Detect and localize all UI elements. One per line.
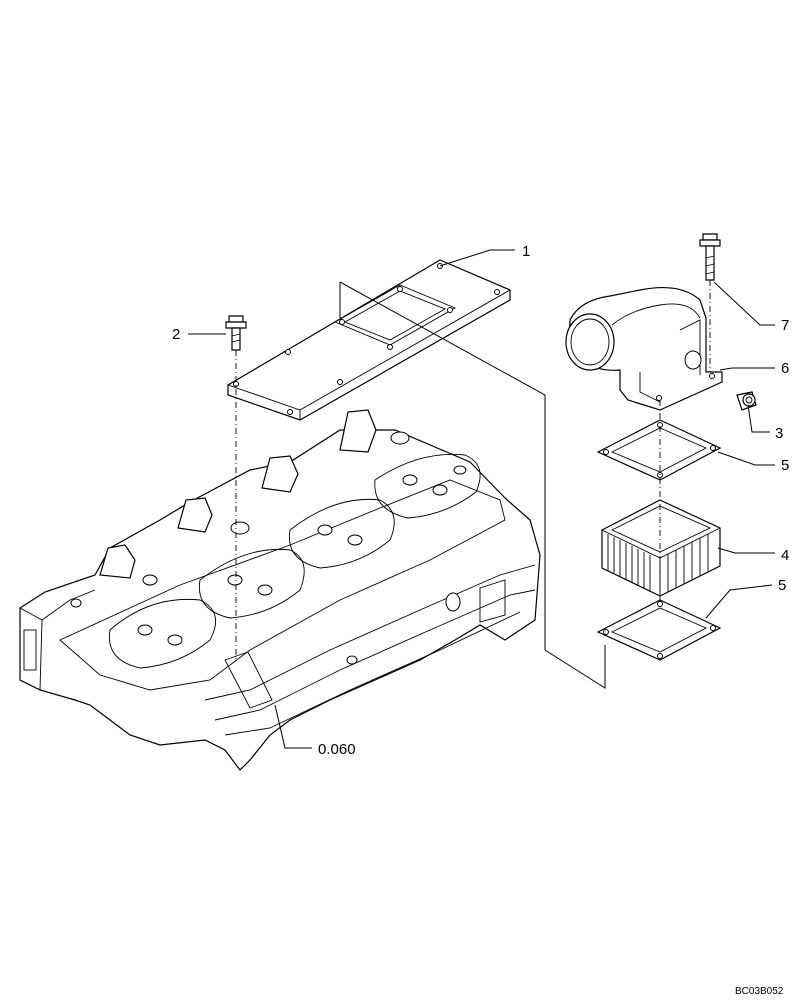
callout-5-lower: 5 — [778, 577, 786, 594]
heater-fins — [607, 534, 709, 592]
callout-ref-0060: 0.060 — [318, 741, 356, 758]
manifold-cover-plate — [227, 259, 511, 421]
callout-7: 7 — [781, 317, 789, 334]
cylinder-head — [19, 409, 541, 771]
callout-2: 2 — [172, 326, 180, 343]
valve-wells — [108, 431, 481, 669]
rocker-towers — [99, 409, 377, 579]
gasket-upper — [596, 419, 722, 481]
callout-6: 6 — [781, 360, 789, 377]
callout-3: 3 — [775, 425, 783, 442]
intake-elbow — [565, 286, 723, 411]
drawing-code: BC03B052 — [735, 986, 784, 997]
flange-bolt-7 — [699, 233, 721, 281]
callout-5-upper: 5 — [781, 457, 789, 474]
assembly-centerlines — [235, 280, 711, 689]
gasket-lower — [596, 599, 722, 661]
callout-labels: 1 2 3 4 5 5 6 7 0.060 — [172, 243, 789, 758]
plug — [736, 391, 757, 411]
flange-bolt-2 — [225, 315, 247, 351]
callout-4: 4 — [781, 547, 789, 564]
callout-1: 1 — [522, 243, 530, 260]
leader-lines — [188, 249, 775, 749]
grid-heater — [601, 499, 721, 597]
